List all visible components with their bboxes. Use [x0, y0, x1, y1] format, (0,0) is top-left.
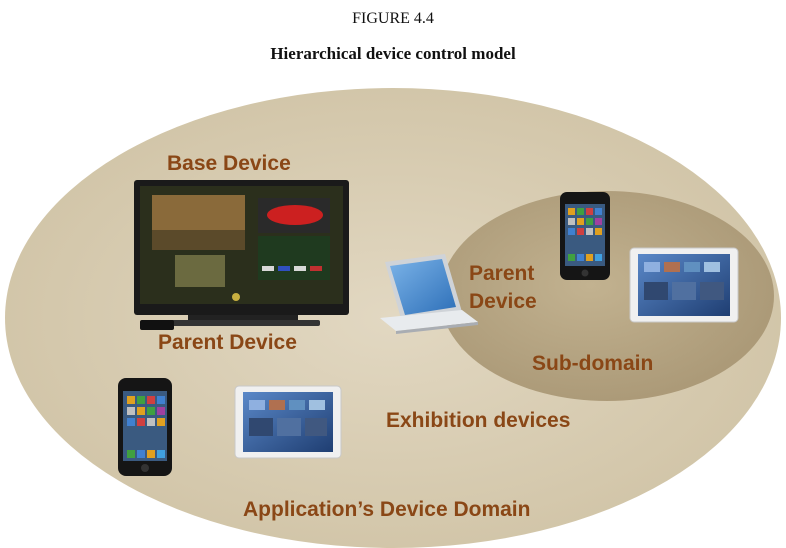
figure-title: Hierarchical device control model — [270, 44, 516, 63]
exhibition-devices-label: Exhibition devices — [386, 409, 571, 432]
parent-device-label: Parent Device — [158, 331, 297, 354]
sub-domain-ellipse — [440, 191, 774, 401]
tablet-icon — [629, 247, 739, 323]
laptop-icon — [380, 254, 478, 334]
figure-number: FIGURE 4.4 — [352, 10, 434, 27]
set-top-box-icon — [140, 320, 174, 330]
sub-domain-label: Sub-domain — [532, 352, 654, 375]
base-device-label: Base Device — [167, 152, 291, 175]
sub-parent-device-label-line1: Parent — [469, 262, 535, 285]
tablet-icon — [234, 385, 342, 459]
smartphone-icon — [118, 378, 172, 476]
smartphone-icon — [560, 192, 610, 280]
tv-icon — [134, 180, 349, 326]
sub-parent-device-label-line2: Device — [469, 290, 537, 313]
application-device-domain-label: Application’s Device Domain — [243, 498, 531, 521]
